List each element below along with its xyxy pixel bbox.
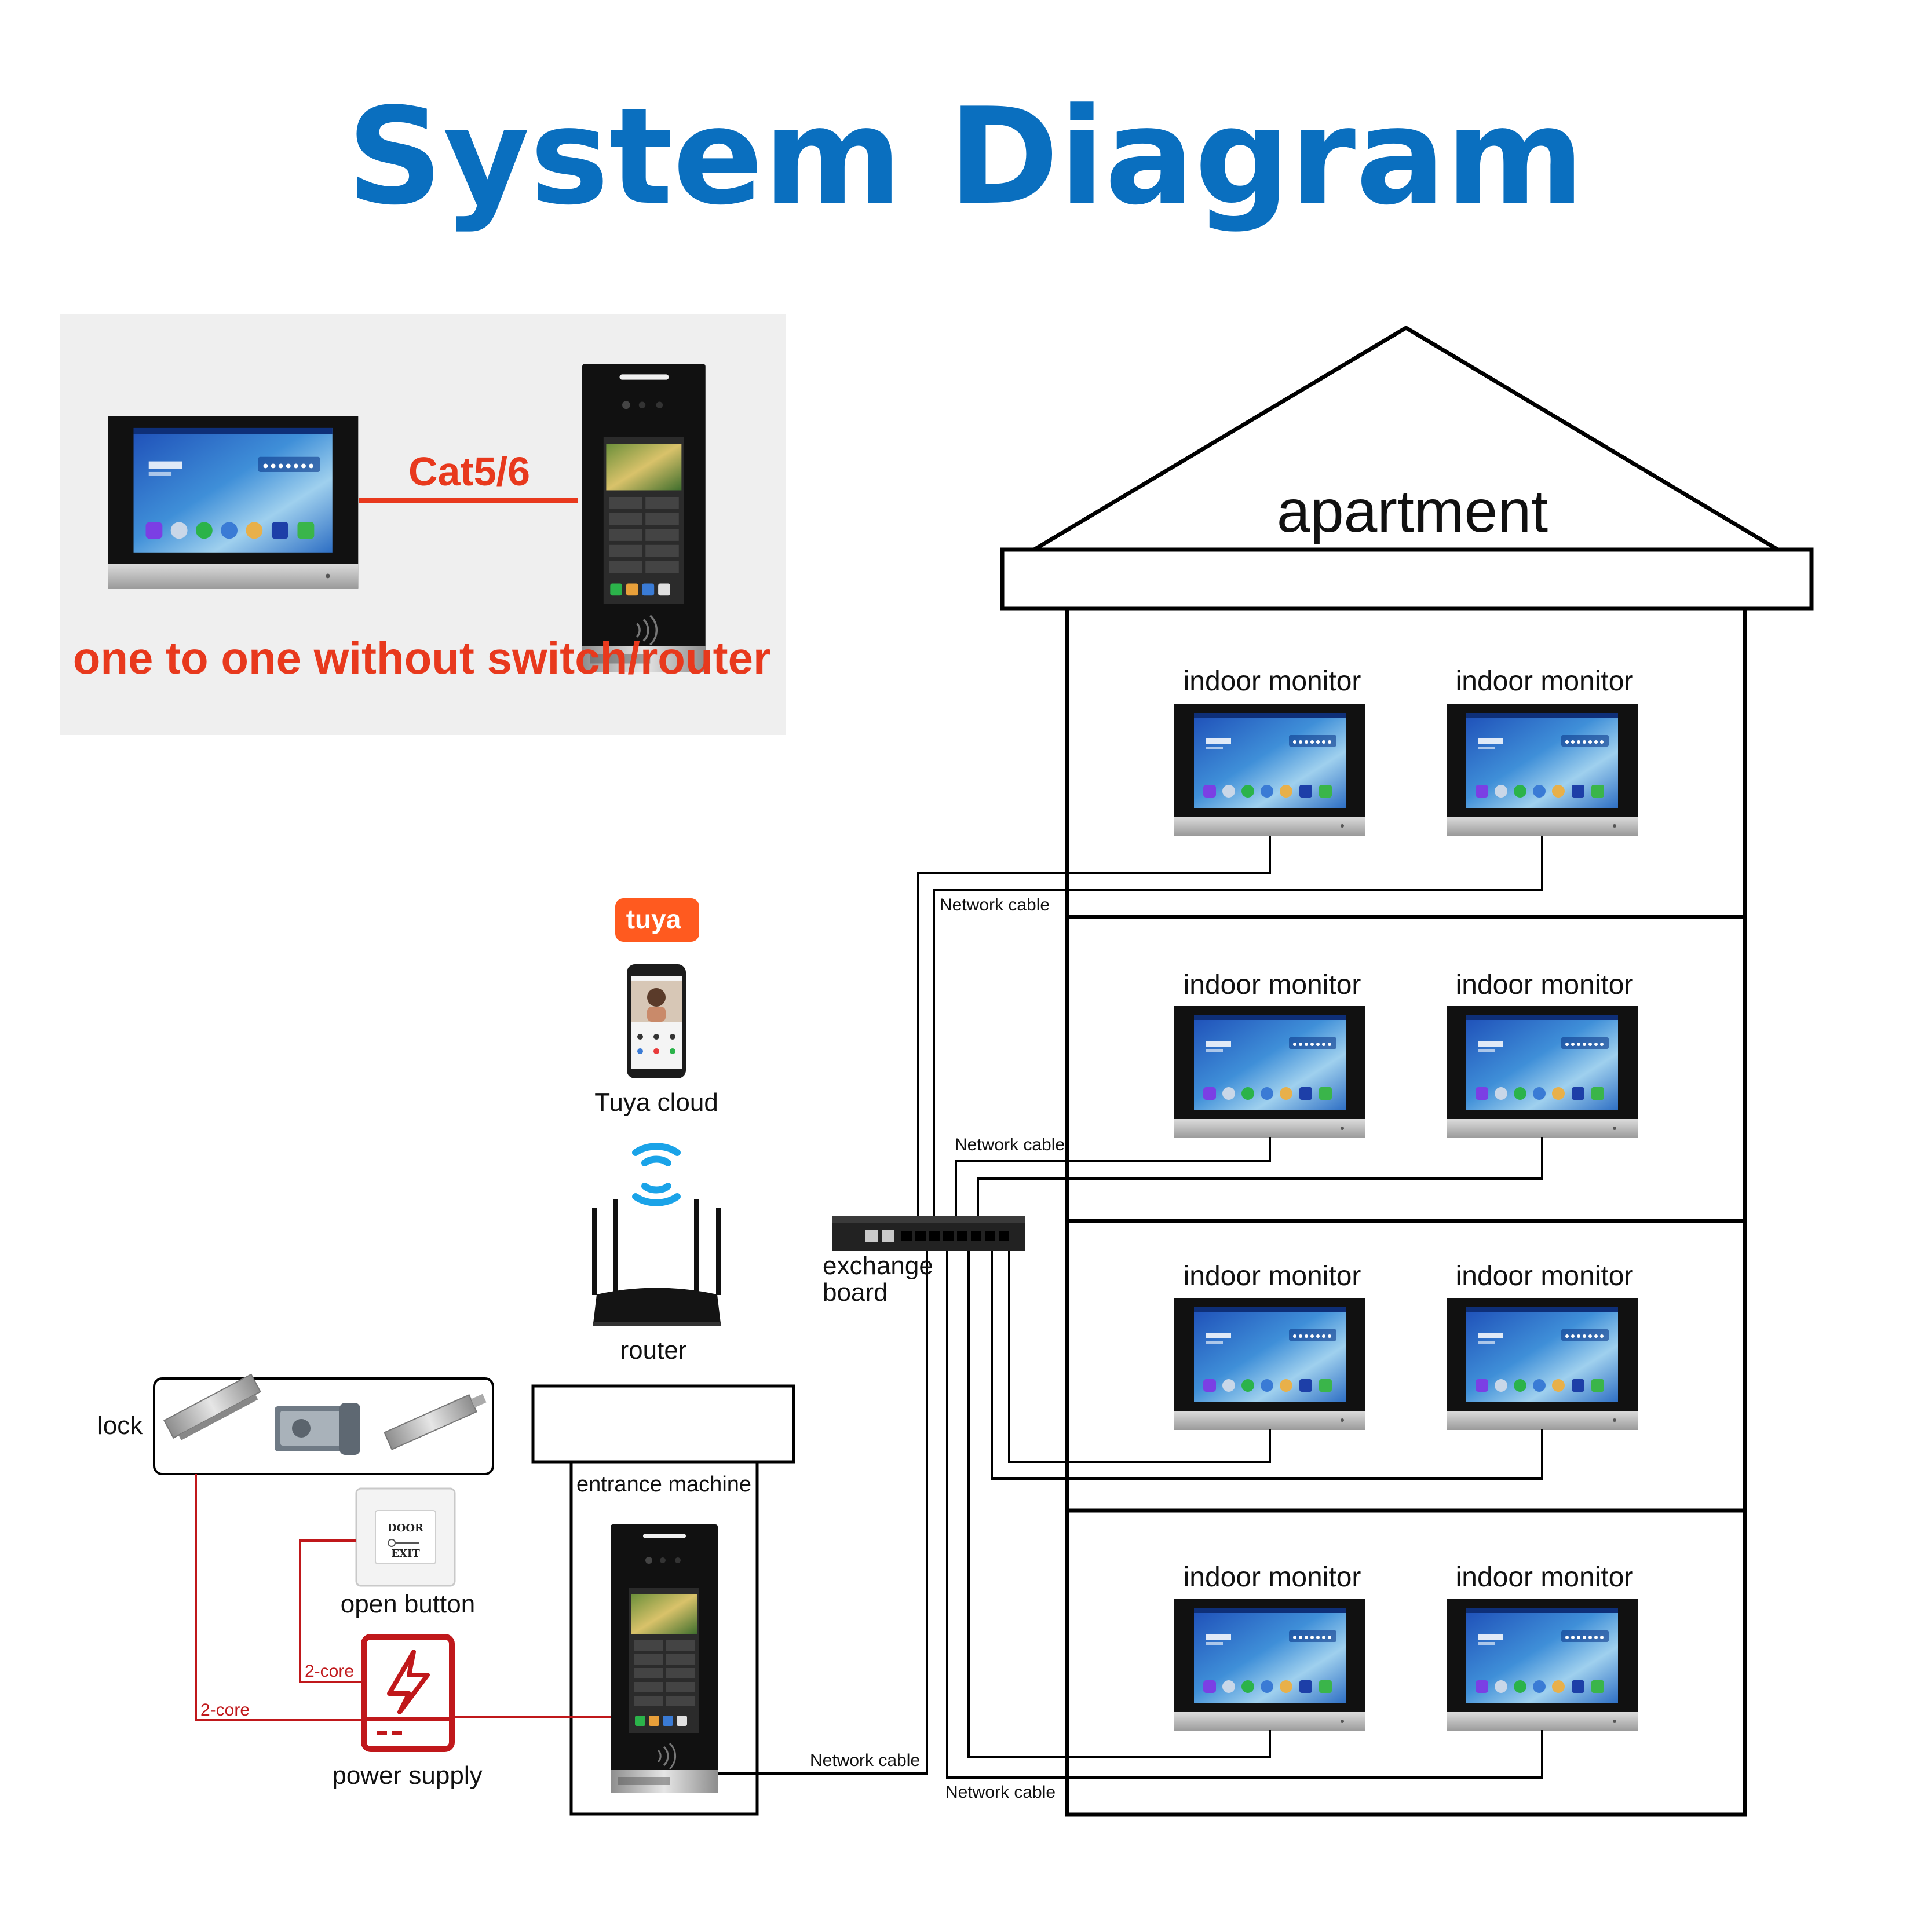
inset-indoor-monitor — [108, 416, 359, 589]
entrance-machine — [609, 1523, 719, 1794]
floor-1-monitor-left: indoor monitor — [1174, 666, 1365, 836]
door-exit-icon: DOOR EXIT — [355, 1487, 456, 1587]
floor-2-monitor-left: indoor monitor — [1174, 970, 1365, 1138]
floor-1-monitor-right: indoor monitor — [1447, 666, 1638, 836]
wifi-signal-icon — [632, 1143, 681, 1206]
indoor-monitor-label: indoor monitor — [1456, 970, 1634, 1000]
cable-type-label: Cat5/6 — [408, 449, 530, 494]
one-to-one-panel: Cat5/6 one to one without switch/router — [60, 314, 786, 735]
floor-3-monitor-left: indoor monitor — [1174, 1261, 1365, 1430]
entrance-housing — [531, 1384, 795, 1816]
network-cable-label: Network cable — [810, 1751, 920, 1770]
svg-text:tuya: tuya — [626, 904, 681, 934]
indoor-monitors: indoor monitor indoor monitor indoor mon… — [1174, 666, 1638, 1731]
indoor-monitor — [1174, 704, 1365, 836]
indoor-monitor-label: indoor monitor — [1456, 666, 1634, 697]
router-icon — [592, 1199, 721, 1326]
indoor-monitor-label: indoor monitor — [1184, 666, 1361, 697]
page-title: System Diagram — [347, 80, 1584, 235]
phone-icon — [627, 964, 686, 1078]
bolt-lock-icon — [384, 1394, 487, 1450]
inset-entrance-machine — [581, 363, 707, 674]
apartment-label: apartment — [1277, 478, 1548, 545]
power-supply-label: power supply — [332, 1761, 482, 1790]
magnetic-lock-icon — [163, 1373, 261, 1440]
indoor-monitor-label: indoor monitor — [1184, 970, 1361, 1000]
indoor-monitor — [1174, 1599, 1365, 1731]
network-cables — [664, 836, 1543, 1779]
tuya-cloud-label: Tuya cloud — [594, 1088, 718, 1117]
indoor-monitor-label: indoor monitor — [1456, 1562, 1634, 1593]
indoor-monitor — [1447, 1298, 1638, 1430]
lightning-icon — [361, 1634, 455, 1752]
tuya-logo: tuya — [615, 898, 699, 942]
open-button-label: open button — [341, 1590, 475, 1618]
two-core-label: 2-core — [305, 1662, 354, 1681]
router-label: router — [620, 1336, 687, 1365]
one-to-one-caption: one to one without switch/router — [73, 632, 771, 683]
indoor-monitor — [1447, 704, 1638, 836]
floor-2-monitor-right: indoor monitor — [1447, 970, 1638, 1138]
network-cable-label: Network cable — [955, 1135, 1065, 1154]
indoor-monitor — [1447, 1599, 1638, 1731]
two-core-label: 2-core — [200, 1700, 250, 1720]
indoor-monitor-label: indoor monitor — [1456, 1261, 1634, 1292]
rim-lock-icon — [275, 1403, 360, 1455]
indoor-monitor — [1447, 1006, 1638, 1138]
svg-text:DOOR: DOOR — [388, 1522, 424, 1534]
exchange-board — [832, 1216, 1025, 1251]
indoor-monitor — [1174, 1006, 1365, 1138]
apartment-building — [1000, 325, 1814, 1817]
network-cable-label: Network cable — [940, 895, 1050, 915]
exchange-board-label: exchange — [823, 1252, 933, 1280]
exchange-board-label: board — [823, 1278, 888, 1307]
floor-3-monitor-right: indoor monitor — [1447, 1261, 1638, 1430]
two-core-wires — [195, 1474, 611, 1721]
indoor-monitor — [1174, 1298, 1365, 1430]
lock-label: lock — [97, 1411, 143, 1440]
floor-4-monitor-right: indoor monitor — [1447, 1562, 1638, 1731]
network-cable-label: Network cable — [945, 1783, 1056, 1802]
entrance-machine-label: entrance machine — [576, 1472, 751, 1497]
floor-4-monitor-left: indoor monitor — [1174, 1562, 1365, 1731]
indoor-monitor-label: indoor monitor — [1184, 1562, 1361, 1593]
svg-text:EXIT: EXIT — [391, 1548, 420, 1560]
indoor-monitor-label: indoor monitor — [1184, 1261, 1361, 1292]
